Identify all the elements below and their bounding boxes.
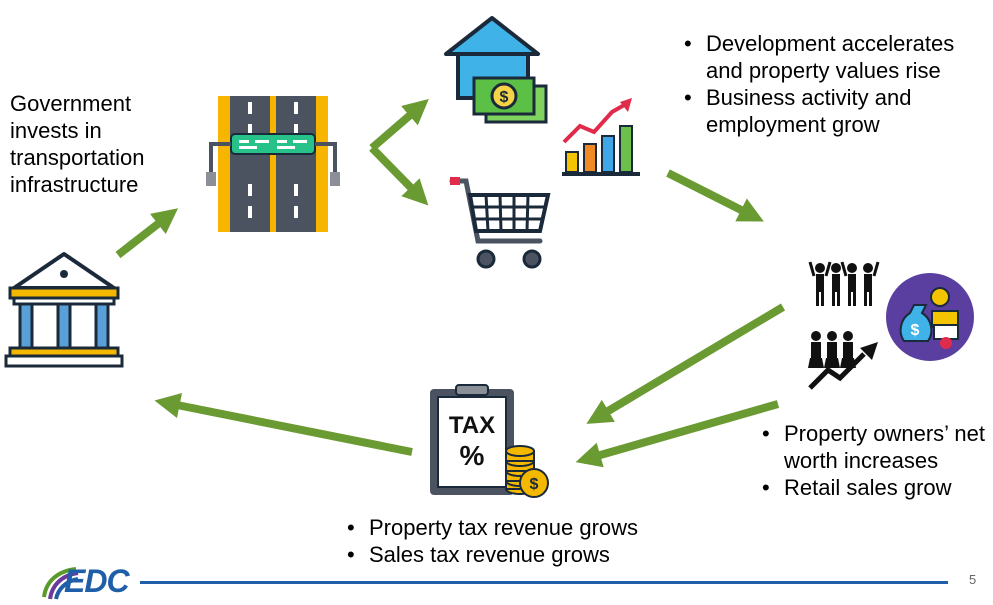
government-line-1: Government [10,91,132,116]
government-line-3: transportation [10,145,145,170]
right-bullet-1: Property owners’ net worth increases [760,420,992,474]
house-money-symbol: $ [500,89,509,106]
people-icon [808,261,880,306]
people-growth-icon [808,331,878,390]
shopping-cart-icon [449,177,551,269]
tax-percent: % [460,440,485,471]
arrow-building-to-highway [115,208,179,259]
right-bullets: Property owners’ net worth increases Ret… [760,420,992,501]
money-bag-symbol: $ [911,322,920,339]
arrow-chart-to-people [666,169,764,222]
top-bullet-2: Business activity and employment grow [682,84,982,138]
tax-label: TAX [449,412,495,439]
highway-icon [206,96,340,232]
house-money-icon: $ [444,16,548,124]
money-bag-icon: $ [886,273,974,361]
tax-clipboard-icon: TAX % $ [430,384,549,498]
arrow-highway-to-house [369,98,429,152]
top-bullet-1: Development accelerates and property val… [682,30,982,84]
arrow-people-to-tax-lower [575,400,780,468]
arrow-highway-to-cart [369,145,429,206]
government-invests-text: Government invests in transportation inf… [10,90,180,198]
government-building-icon [4,252,124,368]
government-line-4: infrastructure [10,172,139,197]
arrow-people-to-tax-upper [586,303,786,424]
tax-coin-symbol: $ [530,476,539,493]
government-line-2: invests in [10,118,102,143]
bottom-bullet-2: Sales tax revenue grows [345,541,675,568]
logo-swoosh-icon [42,567,79,600]
bottom-bullet-1: Property tax revenue grows [345,514,675,541]
top-bullets: Development accelerates and property val… [682,30,982,138]
growth-chart-icon [562,98,640,176]
right-bullet-2: Retail sales grow [760,474,992,501]
bottom-bullets: Property tax revenue grows Sales tax rev… [345,514,675,568]
page-number: 5 [969,572,977,587]
arrow-tax-to-building [154,392,413,456]
logo-text: EDC [64,563,130,599]
footer-rule [140,581,948,584]
